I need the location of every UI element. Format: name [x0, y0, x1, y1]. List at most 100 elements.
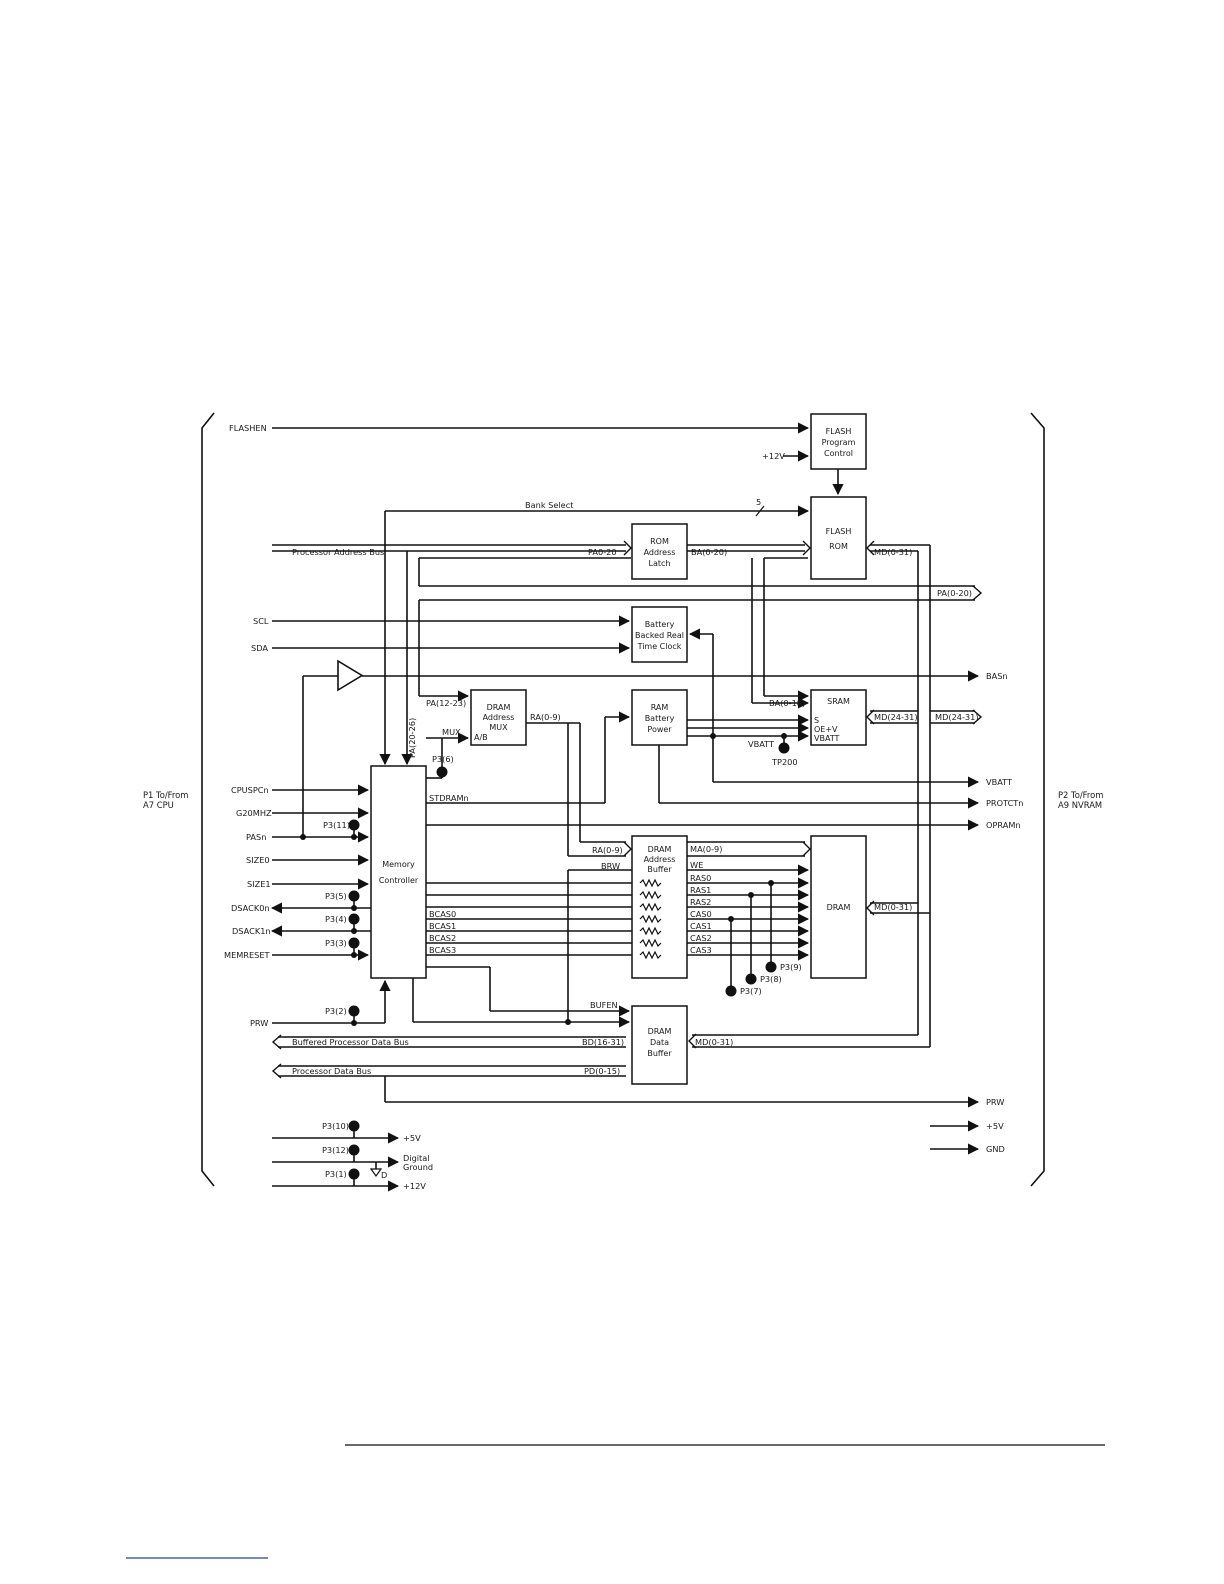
md0-31-flash-label: MD(0-31) [874, 547, 912, 557]
right-signal-labels: PA(0-20) BASn MD(24-31) VBATT PROTCTn OP… [935, 588, 1024, 1154]
pd0-15-label: PD(0-15) [584, 1066, 620, 1076]
p3-8-label: P3(8) [760, 974, 782, 984]
svg-text:SRAM: SRAM [827, 697, 850, 706]
bus-labels: +12V Bank Select 5 Processor Address Bus… [292, 451, 918, 1191]
left-signal-labels: FLASHEN SCL SDA CPUSPCn G20MHZ PASn SIZE… [224, 423, 272, 1028]
p2-label-line1: P2 To/From [1058, 790, 1103, 800]
svg-text:S: S [814, 716, 819, 725]
prw-right-label: PRW [986, 1097, 1004, 1107]
digital-ground-label-2: Ground [403, 1162, 433, 1172]
pa12-23-label: PA(12-23) [426, 698, 466, 708]
md0-31-buf-label: MD(0-31) [695, 1037, 733, 1047]
flashen-label: FLASHEN [229, 423, 267, 433]
address-bus-wiring [272, 540, 983, 766]
dsack0n-label: DSACK0n [231, 903, 270, 913]
svg-text:Program: Program [822, 438, 856, 447]
vbatt-label: VBATT [986, 777, 1013, 787]
ra0-9-mux-label: RA(0-9) [530, 712, 561, 722]
bcas3-label: BCAS3 [429, 945, 456, 955]
svg-text:ROM: ROM [829, 542, 848, 551]
size1-label: SIZE1 [247, 879, 271, 889]
stdramn-label: STDRAMn [429, 793, 469, 803]
sram-block: SRAM S OE+V VBATT [810, 689, 867, 746]
p1-label-line1: P1 To/From [143, 790, 188, 800]
svg-text:Time Clock: Time Clock [637, 642, 682, 651]
p3-9-label: P3(9) [780, 962, 802, 972]
md0-31-dram-label: MD(0-31) [874, 902, 912, 912]
battery-backed-rtc-block: Battery Backed Real Time Clock [631, 606, 688, 663]
bank-width-label: 5 [756, 497, 761, 507]
pa0-20-label: PA0-20 [588, 547, 617, 557]
svg-text:Address: Address [644, 855, 676, 864]
bcas0-label: BCAS0 [429, 909, 456, 919]
svg-text:Control: Control [824, 449, 853, 458]
digital-ground-label-1: Digital [403, 1153, 430, 1163]
processor-address-bus-label: Processor Address Bus [292, 547, 384, 557]
ma0-9-label: MA(0-9) [690, 844, 722, 854]
svg-text:ROM: ROM [650, 537, 669, 546]
svg-text:Controller: Controller [379, 876, 419, 885]
rom-address-latch-block: ROM Address Latch [631, 523, 688, 580]
ba0-20-label: BA(0-20) [691, 547, 727, 557]
mux-label: MUX [442, 727, 461, 737]
p3-5-label: P3(5) [325, 891, 347, 901]
svg-text:Power: Power [647, 725, 672, 734]
svg-text:OE+V: OE+V [814, 725, 838, 734]
buffered-processor-data-bus-label: Buffered Processor Data Bus [292, 1037, 409, 1047]
p1-bracket [201, 412, 215, 1187]
basn-label: BASn [986, 671, 1008, 681]
bcas2-label: BCAS2 [429, 933, 456, 943]
dram-data-buffer-block: DRAM Data Buffer [631, 1005, 688, 1085]
ba0-18-label: BA(0-18) [769, 698, 805, 708]
p12v-label: +12V [403, 1181, 426, 1191]
ra0-9-buf-label: RA(0-9) [592, 845, 623, 855]
svg-text:Battery: Battery [645, 714, 675, 723]
tp200-label: TP200 [771, 757, 798, 767]
p12v-flash-label: +12V [762, 451, 785, 461]
brw-label: BRW [601, 861, 620, 871]
left-inputs-wiring [270, 784, 371, 961]
dram-control-wiring [426, 841, 811, 1022]
dram-address-mux-block: DRAM Address MUX A/B [470, 689, 527, 746]
data-bus-wiring [271, 966, 980, 1108]
svg-text:FLASH: FLASH [826, 527, 852, 536]
cpuspcn-label: CPUSPCn [231, 785, 269, 795]
vbatt-tp-label: VBATT [748, 739, 775, 749]
svg-text:DRAM: DRAM [648, 845, 672, 854]
basn-buffer [302, 659, 980, 837]
p5v-label: +5V [403, 1133, 421, 1143]
we-label: WE [690, 860, 703, 870]
p2-bracket [1030, 412, 1045, 1187]
svg-text:Backed Real: Backed Real [635, 631, 684, 640]
ras2-label: RAS2 [690, 897, 711, 907]
svg-text:DRAM: DRAM [487, 703, 511, 712]
memreset-label: MEMRESET [224, 950, 271, 960]
p2-label-line2: A9 NVRAM [1058, 800, 1102, 810]
svg-text:Buffer: Buffer [647, 1049, 672, 1058]
p3-6-label: P3(6) [432, 754, 454, 764]
processor-data-bus-label: Processor Data Bus [292, 1066, 371, 1076]
bcas1-label: BCAS1 [429, 921, 456, 931]
svg-text:MUX: MUX [489, 723, 508, 732]
p1-label-line2: A7 CPU [143, 800, 174, 810]
svg-text:Memory: Memory [382, 860, 415, 869]
ras0-label: RAS0 [690, 873, 711, 883]
bufen-label: BUFEN [590, 1000, 618, 1010]
mux-wiring [426, 722, 632, 857]
svg-text:Latch: Latch [649, 559, 671, 568]
power-wiring [272, 1120, 980, 1192]
svg-text:Address: Address [483, 713, 515, 722]
svg-text:VBATT: VBATT [814, 734, 840, 743]
ram-battery-power-block: RAM Battery Power [631, 689, 688, 746]
p5v-right-label: +5V [986, 1121, 1004, 1131]
p3-10-label: P3(10) [322, 1121, 349, 1131]
flash-program-control-block: FLASH Program Control [810, 413, 867, 470]
dram-block: DRAM [810, 835, 867, 979]
rtc-wiring [272, 615, 980, 788]
ras1-label: RAS1 [690, 885, 711, 895]
svg-text:RAM: RAM [651, 703, 669, 712]
svg-text:Buffer: Buffer [647, 865, 672, 874]
opramn-label: OPRAMn [986, 820, 1021, 830]
protctn-label: PROTCTn [986, 798, 1024, 808]
